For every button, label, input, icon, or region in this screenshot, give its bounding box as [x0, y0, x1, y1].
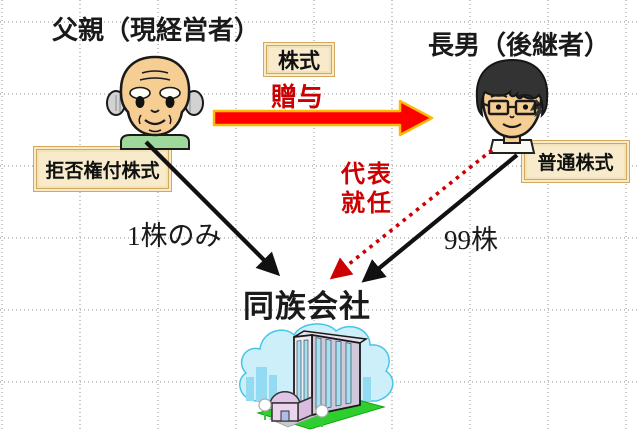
company-title: 同族会社	[243, 289, 371, 324]
gift-stock-certificate-tag: 株式	[263, 42, 335, 77]
representative-label-line1: 代表	[341, 162, 393, 188]
gift-label: 贈与	[271, 83, 324, 112]
representative-appointment-label: 代表 就任	[341, 161, 393, 219]
representative-label-line2: 就任	[341, 190, 393, 217]
ninety-nine-shares-label: 99株	[444, 225, 498, 255]
son-to-company-arrow-icon	[361, 153, 519, 283]
son-title: 長男（後継者）	[428, 31, 611, 60]
son-avatar-icon	[475, 58, 549, 154]
father-title: 父親（現経営者）	[52, 16, 261, 45]
father-to-company-arrow-icon	[144, 140, 281, 277]
one-share-label: 1株のみ	[127, 221, 222, 251]
gift-arrow-icon	[212, 99, 434, 137]
company-building-icon	[239, 323, 394, 430]
son-stock-badge: 普通株式	[521, 140, 630, 183]
father-avatar-icon	[106, 55, 204, 150]
